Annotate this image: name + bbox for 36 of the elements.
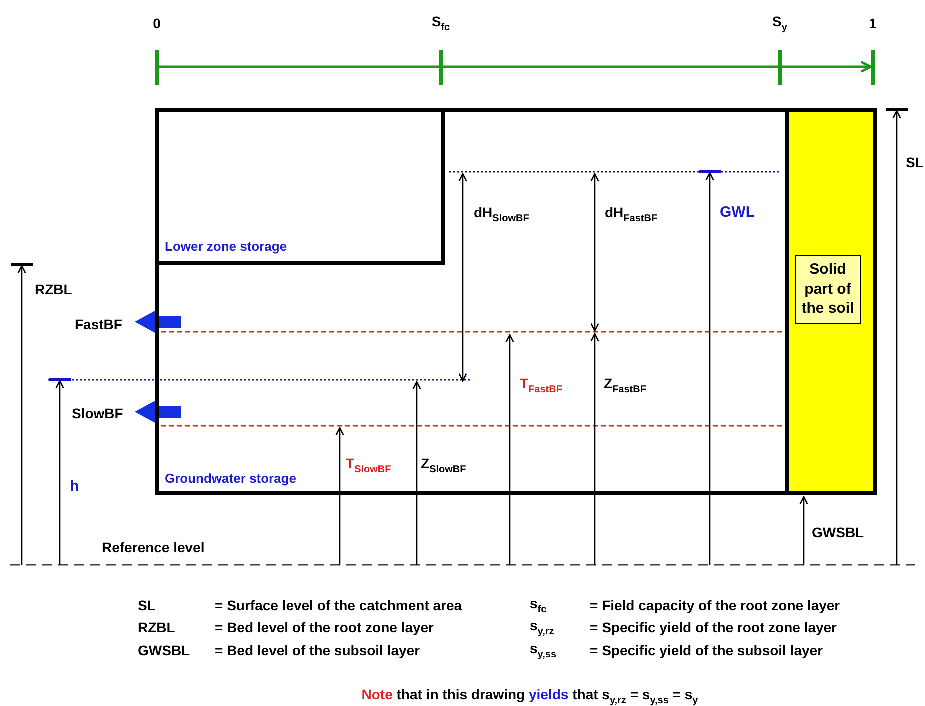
level-label: GWL (720, 204, 755, 222)
flow-label: SlowBF (72, 406, 124, 422)
soil-label: Solid part of the soil (795, 255, 861, 324)
level-label: RZBL (35, 282, 72, 298)
flow-label: FastBF (75, 317, 122, 333)
legend-term: s$_{fc}$ (530, 596, 547, 616)
note-text: Note that in this drawing yields that s$_{y,rz}$ = s$_{y,ss}$ = s$_{y}$ (362, 688, 698, 706)
storage-compartment (155, 108, 875, 495)
legend-term: GWSBL (138, 643, 190, 659)
dimension-label: T$_{FastBF}$ (520, 376, 562, 396)
storage-label: Groundwater storage (165, 472, 296, 486)
legend-term: s$_{y,rz}$ (530, 618, 554, 638)
soil-column (785, 108, 877, 495)
level-label: Reference level (102, 540, 205, 556)
dimension-label: dH$_{FastBF}$ (605, 206, 658, 224)
level-label: SL (906, 155, 924, 171)
dimension-label: Z$_{FastBF}$ (604, 376, 646, 396)
level-label: h (70, 478, 80, 496)
legend-definition: = Field capacity of the root zone layer (590, 598, 840, 614)
scale-label: S$_{y}$ (772, 14, 788, 34)
scale-label: 0 (153, 16, 161, 32)
legend-definition: = Bed level of the root zone layer (215, 620, 434, 636)
legend-definition: = Bed level of the subsoil layer (215, 643, 420, 659)
dimension-label: T$_{SlowBF}$ (346, 456, 392, 476)
storage-label: Lower zone storage (165, 240, 288, 254)
scale-label: S$_{fc}$ (432, 14, 450, 34)
legend-definition: = Specific yield of the root zone layer (590, 620, 838, 636)
legend-term: s$_{y,ss}$ (530, 642, 557, 660)
dimension-label: dH$_{SlowBF}$ (474, 206, 530, 224)
legend-term: SL (138, 598, 156, 614)
legend-term: RZBL (138, 620, 176, 636)
legend-definition: = Surface level of the catchment area (215, 598, 462, 614)
level-label: GWSBL (812, 525, 864, 541)
scale-label: 1 (869, 16, 877, 32)
legend-definition: = Specific yield of the subsoil layer (590, 643, 824, 659)
dimension-label: Z$_{SlowBF}$ (421, 456, 466, 476)
